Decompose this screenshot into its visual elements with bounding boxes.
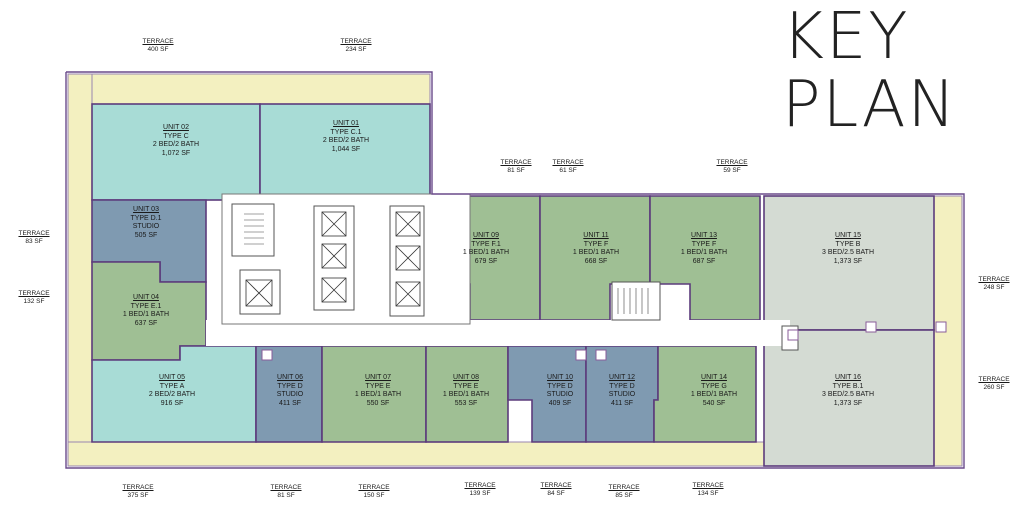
unit-label: UNIT 13 TYPE F 1 BED/1 BATH 687 SF <box>680 232 728 265</box>
unit-label: UNIT 02 TYPE C 2 BED/2 BATH 1,072 SF <box>152 124 200 157</box>
terrace-area-west <box>67 73 93 467</box>
unit-label: UNIT 11 TYPE F 1 BED/1 BATH 668 SF <box>572 232 620 265</box>
stair-treads <box>244 213 649 314</box>
unit-shape-02 <box>91 103 261 201</box>
unit-label: UNIT 05 TYPE A 2 BED/2 BATH 916 SF <box>148 374 196 407</box>
unit-label: UNIT 07 TYPE E 1 BED/1 BATH 550 SF <box>354 374 402 407</box>
key-plan-title: KEY PLAN <box>782 4 957 138</box>
unit-label: UNIT 10 TYPE D STUDIO 409 SF <box>546 374 574 407</box>
unit-shapes <box>91 103 935 467</box>
unit-label: UNIT 01 TYPE C.1 2 BED/2 BATH 1,044 SF <box>322 120 370 153</box>
unit-shape-01 <box>259 103 431 197</box>
unit-label: UNIT 15 TYPE B 3 BED/2.5 BATH 1,373 SF <box>821 232 875 265</box>
unit-label: UNIT 03 TYPE D.1 STUDIO 505 SF <box>130 206 162 239</box>
title-line-1: KEY <box>782 0 910 74</box>
unit-label: UNIT 16 TYPE B.1 3 BED/2.5 BATH 1,373 SF <box>821 374 875 407</box>
stair-west <box>231 203 275 257</box>
unit-label: UNIT 09 TYPE F.1 1 BED/1 BATH 679 SF <box>462 232 510 265</box>
unit-shape-16 <box>763 329 935 467</box>
unit-label: UNIT 14 TYPE G 1 BED/1 BATH 540 SF <box>690 374 738 407</box>
door-markers <box>261 321 947 361</box>
unit-label: UNIT 08 TYPE E 1 BED/1 BATH 553 SF <box>442 374 490 407</box>
building-outline <box>65 71 965 469</box>
terrace-area-north-west <box>67 73 431 105</box>
unit-shape-06 <box>255 345 323 443</box>
unit-label: UNIT 04 TYPE E.1 1 BED/1 BATH 637 SF <box>122 294 170 327</box>
unit-label: UNIT 12 TYPE D STUDIO 411 SF <box>608 374 636 407</box>
unit-label: UNIT 06 TYPE D STUDIO 411 SF <box>276 374 304 407</box>
title-line-2: PLAN <box>782 68 958 142</box>
elevator-marks <box>245 211 421 307</box>
terrace-area-south <box>67 441 765 467</box>
elevators-west <box>313 205 355 311</box>
